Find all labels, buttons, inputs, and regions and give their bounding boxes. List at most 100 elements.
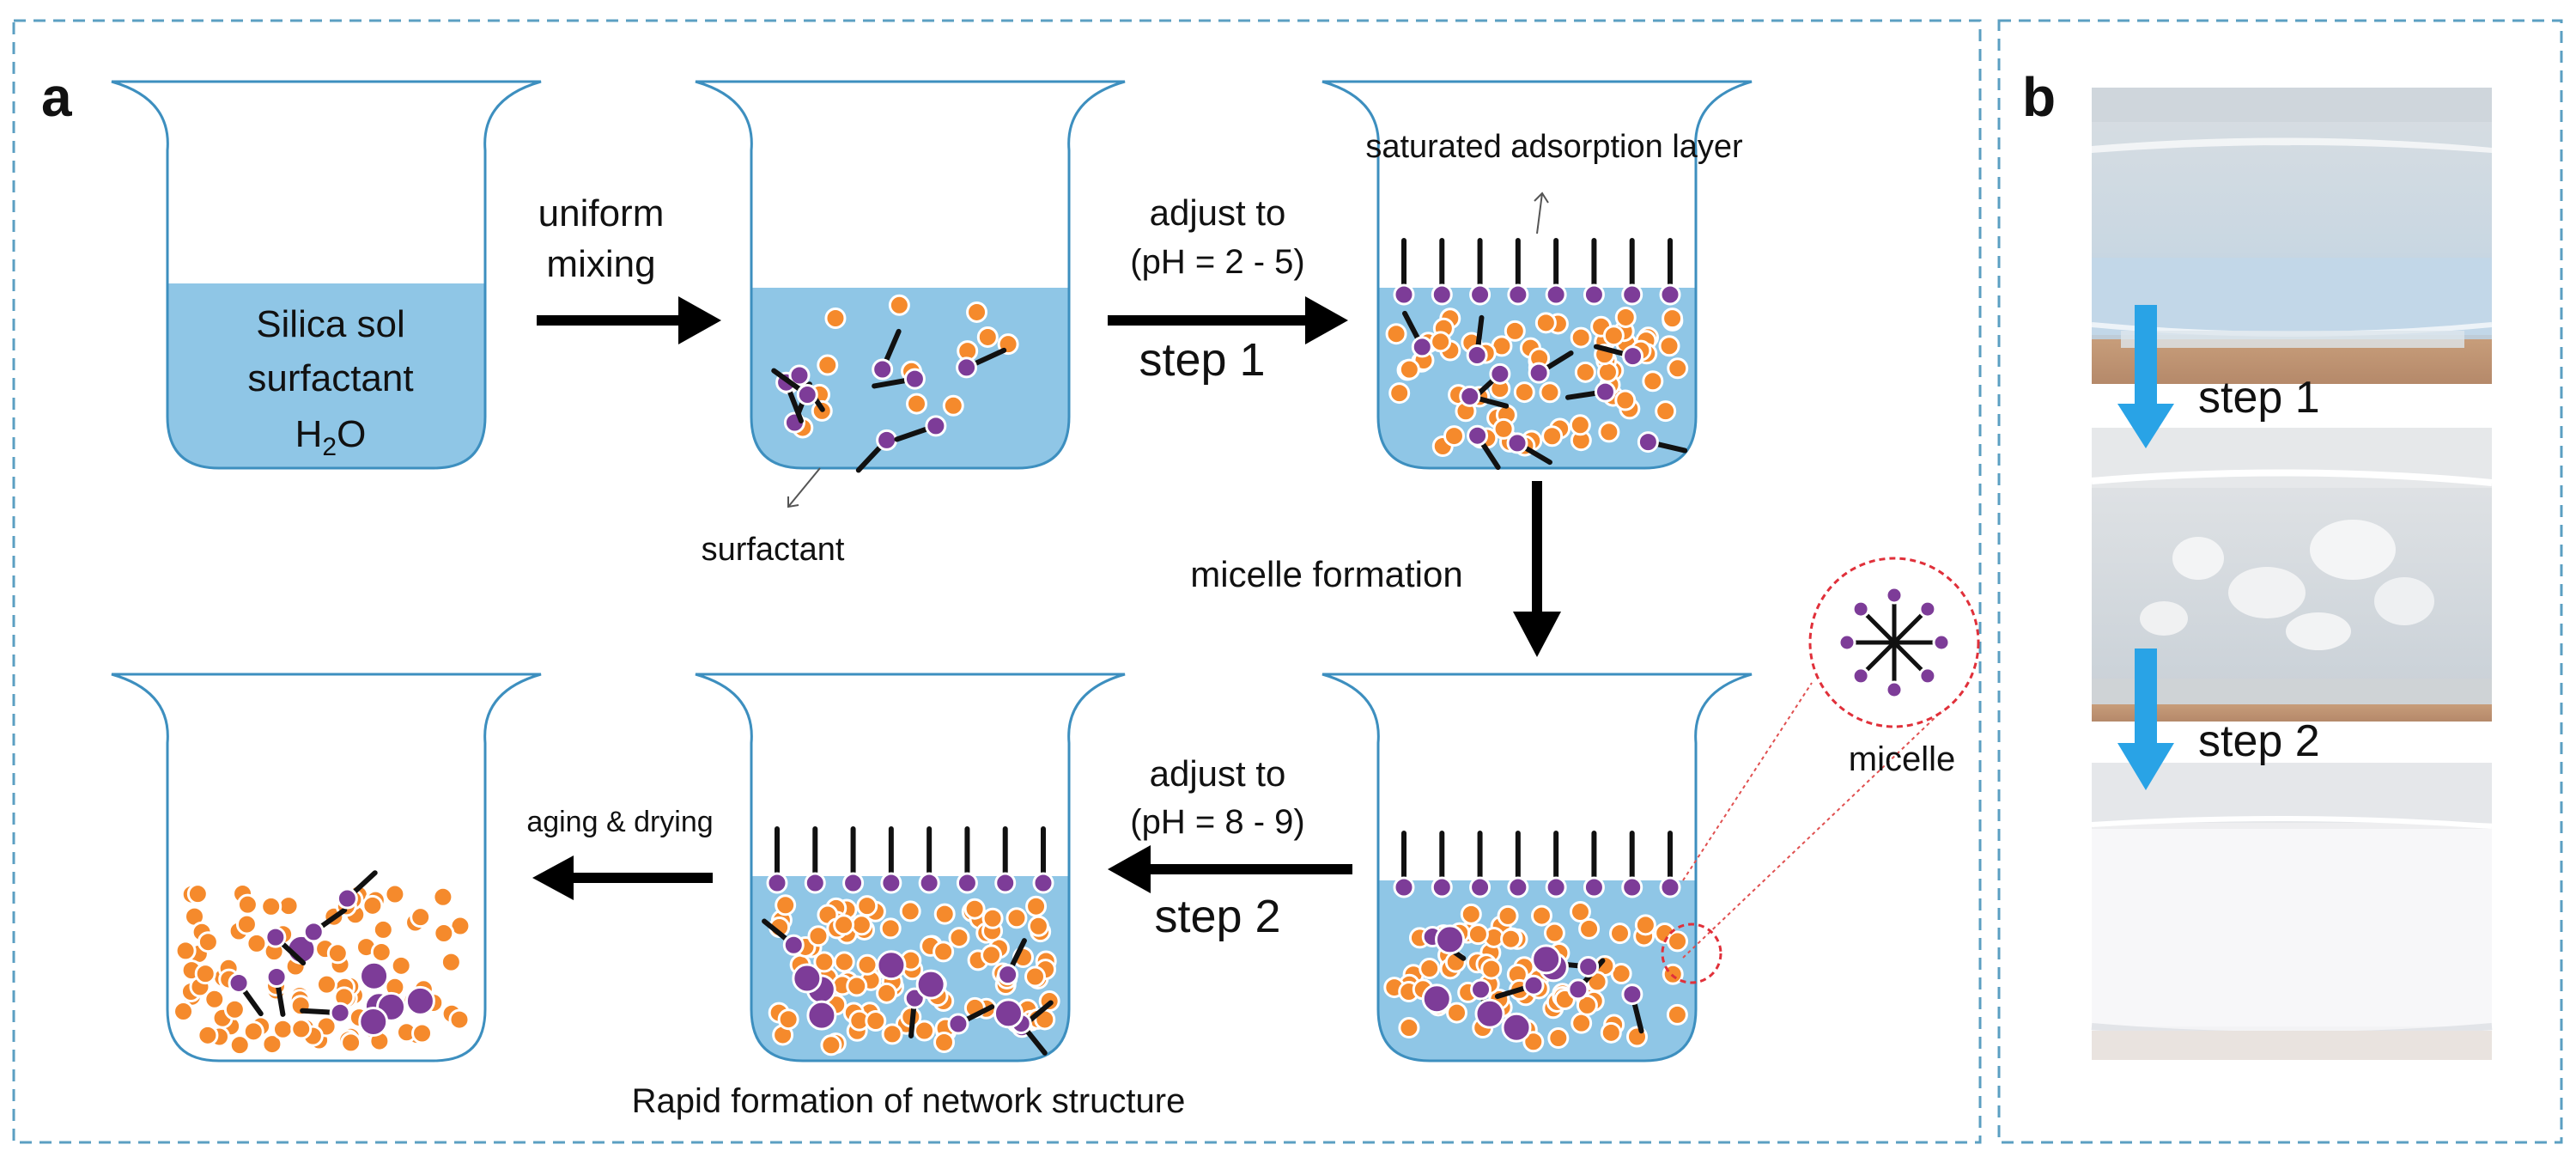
silica-particle	[777, 1008, 799, 1031]
silica-particle	[1419, 958, 1441, 980]
surfactant-head	[1621, 983, 1643, 1006]
silica-particle	[881, 1023, 903, 1045]
silica-particle	[1662, 307, 1684, 330]
surfactant-head	[1622, 345, 1644, 368]
silica-particle	[1541, 425, 1564, 448]
silica-particle	[888, 294, 910, 316]
adsorbed-surfactant-head	[1659, 283, 1681, 306]
adsorbed-surfactant-head	[1507, 876, 1529, 898]
micelle-particle	[792, 963, 823, 994]
silica-particle	[966, 301, 988, 323]
silica-particle	[372, 918, 394, 941]
silica-particle	[1666, 1003, 1688, 1026]
micelle-particle	[993, 998, 1024, 1029]
silica-particle	[1385, 323, 1407, 345]
silica-particle	[1430, 331, 1452, 353]
surfactant-head	[956, 356, 978, 379]
silica-particle	[174, 940, 197, 962]
adsorbed-surfactant-head	[1507, 283, 1529, 306]
micelle-particle	[1421, 983, 1452, 1014]
beaker1-contents-label: Silica sol surfactant H2O	[247, 303, 413, 461]
silica-particle	[1460, 903, 1482, 925]
silica-particle	[1614, 389, 1637, 411]
adsorbed-surfactant-head	[1583, 283, 1605, 306]
surfactant-head	[788, 364, 811, 387]
beaker-outline	[1321, 673, 1753, 1063]
ph-8-9-text: (pH = 8 - 9)	[1130, 803, 1304, 841]
silica-particle	[1480, 958, 1503, 980]
panel-b-frame	[1997, 19, 2563, 1144]
silica-particle	[976, 326, 999, 348]
aging-drying-text: aging & drying	[526, 806, 713, 838]
adsorbed-surfactant-head	[1393, 876, 1415, 898]
silica-particle	[1614, 306, 1637, 328]
surfactant-head	[903, 368, 926, 390]
water-text: H2O	[295, 413, 367, 461]
silica-particle	[1543, 922, 1565, 944]
silica-particle	[432, 886, 454, 908]
silica-particle	[824, 307, 847, 330]
surfactant-head	[264, 926, 287, 948]
surfactant-head	[1594, 381, 1616, 403]
micelle-particle	[806, 1000, 837, 1031]
network-structure-caption: Rapid formation of network structure	[632, 1082, 1186, 1120]
micelle-particle	[1474, 998, 1505, 1029]
micelle-head	[1851, 667, 1870, 685]
uniform-text: uniform	[538, 192, 665, 234]
panel-a-frame	[12, 19, 1982, 1144]
silica-particle	[933, 1032, 956, 1054]
micelle-label: micelle	[1849, 740, 1955, 778]
silica-particle	[194, 963, 216, 985]
arrow-aging-drying: aging & drying	[526, 806, 714, 900]
adsorbed-surfactant-head	[1583, 876, 1605, 898]
silica-particle	[173, 1001, 195, 1023]
beaker-outline	[695, 80, 1126, 470]
silica-sol-text: Silica sol	[256, 303, 405, 345]
surfactant-head	[872, 358, 894, 381]
silica-particle	[1398, 358, 1420, 381]
beaker-3	[1321, 80, 1753, 471]
surfactant-head	[1467, 424, 1489, 447]
silica-particle	[833, 914, 855, 936]
silica-particle	[361, 894, 384, 916]
silica-particle	[1539, 381, 1561, 404]
surfactant-head	[1466, 344, 1488, 367]
silica-particle	[1024, 965, 1047, 988]
blue-arrow-step1: step 1	[2117, 305, 2320, 448]
surfactant-head	[329, 1002, 351, 1024]
silica-particle	[315, 973, 337, 996]
surfactant-text: surfactant	[247, 357, 413, 399]
silica-particle	[817, 354, 839, 376]
silica-particle	[1446, 1002, 1468, 1024]
silica-particle	[1388, 382, 1411, 405]
adsorbed-surfactant-head	[1621, 283, 1643, 306]
surfactant-head	[302, 921, 325, 943]
beaker-4	[111, 673, 542, 1063]
adsorbed-surfactant-head	[1621, 876, 1643, 898]
ph-2-5-text: (pH = 2 - 5)	[1130, 243, 1304, 281]
silica-particle	[271, 1018, 294, 1040]
photo-after-step1	[2091, 428, 2493, 722]
surfactant-head	[1459, 385, 1481, 407]
surfactant-head	[1470, 978, 1492, 1001]
silica-particle	[1534, 312, 1557, 334]
silica-particle	[899, 900, 921, 922]
silica-particle	[775, 894, 797, 916]
silica-particle	[1571, 1012, 1593, 1034]
silica-particle	[260, 895, 283, 917]
adsorbed-surfactant-head	[766, 872, 788, 894]
surfactant-head	[228, 971, 250, 994]
silica-particle	[186, 883, 209, 905]
silica-particle	[1655, 400, 1677, 423]
silica-particle	[906, 393, 928, 415]
silica-particle	[856, 895, 878, 917]
silica-particle	[846, 975, 868, 997]
micelle-particle	[1501, 1012, 1532, 1043]
silica-particle	[390, 954, 412, 977]
adsorbed-surfactant-head	[842, 872, 865, 894]
silica-particle	[1602, 325, 1625, 347]
silica-particle	[410, 906, 432, 929]
surfactant-head	[1637, 431, 1659, 454]
beaker-outline	[111, 80, 542, 470]
saturated-layer-label: saturated adsorption layer	[1365, 129, 1743, 165]
